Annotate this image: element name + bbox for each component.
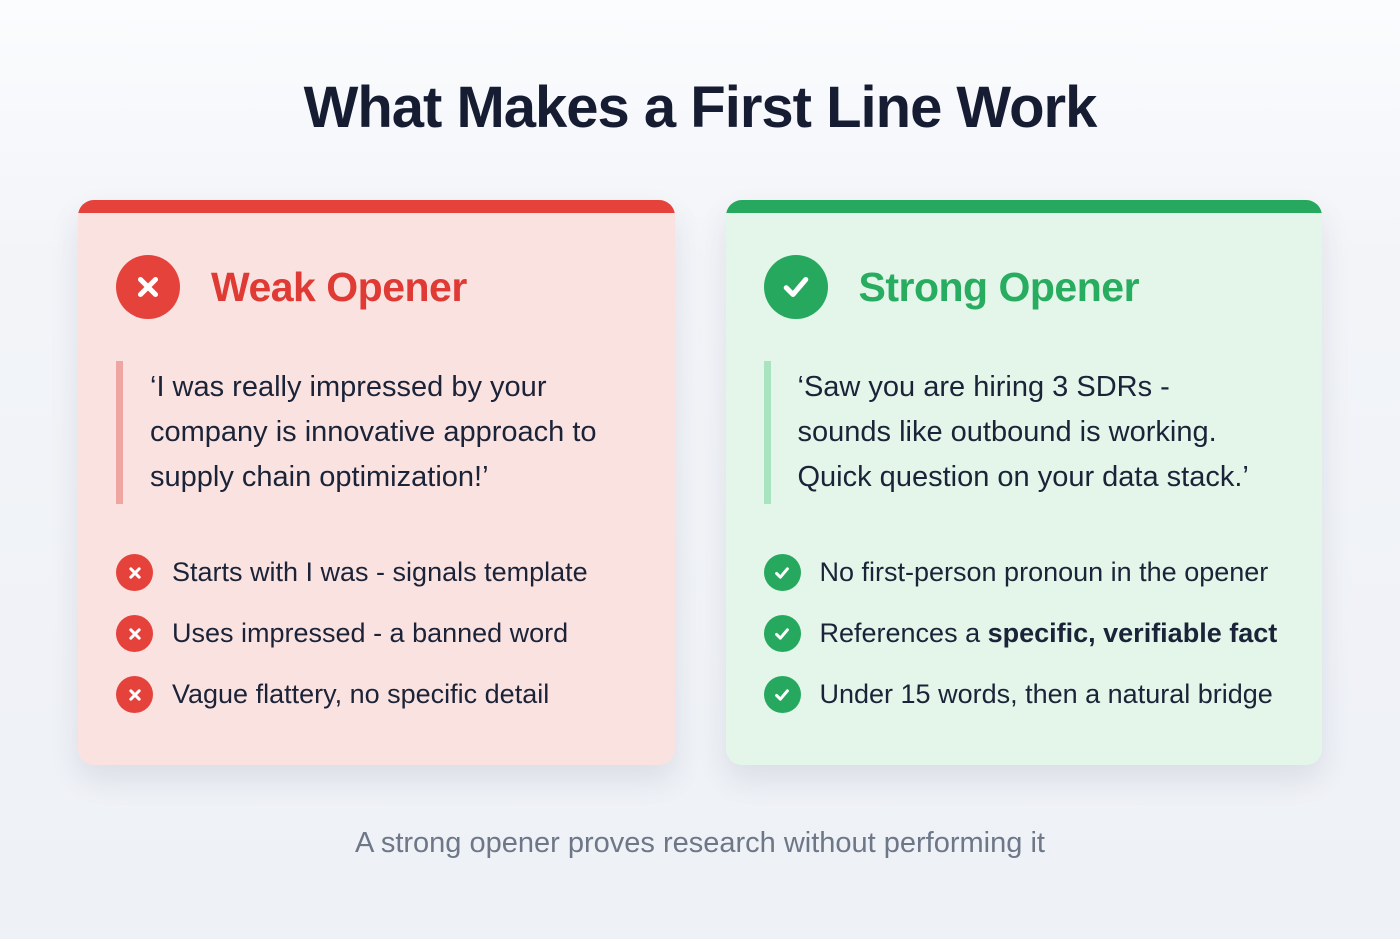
check-circle-icon bbox=[763, 676, 801, 713]
weak-card-header: Weak Opener bbox=[116, 255, 645, 319]
weak-opener-quote: ‘I was really impressed by your company … bbox=[116, 361, 621, 504]
page-title: What Makes a First Line Work bbox=[303, 75, 1098, 140]
list-item-text: References a specific, verifiable fact bbox=[819, 618, 1278, 648]
list-item: No first-person pronoun in the opener bbox=[763, 554, 1293, 591]
comparison-cards: Weak Opener ‘I was really impressed by y… bbox=[78, 200, 1322, 765]
list-item: References a specific, verifiable fact bbox=[763, 615, 1293, 652]
strong-card-header: Strong Opener bbox=[763, 255, 1293, 319]
list-item-text: Uses impressed - a banned word bbox=[172, 618, 569, 648]
check-circle-icon bbox=[763, 615, 801, 652]
check-circle-icon bbox=[763, 255, 828, 319]
weak-card-body: Weak Opener ‘I was really impressed by y… bbox=[78, 213, 675, 713]
list-item-text: Under 15 words, then a natural bridge bbox=[819, 679, 1273, 709]
list-item: Uses impressed - a banned word bbox=[116, 615, 645, 652]
strong-card-title: Strong Opener bbox=[858, 263, 1140, 310]
list-item: Under 15 words, then a natural bridge bbox=[763, 676, 1293, 713]
weak-card-accent-bar bbox=[78, 200, 675, 213]
strong-card-accent-bar bbox=[725, 200, 1322, 213]
check-circle-icon bbox=[763, 554, 801, 591]
list-item-text: No first-person pronoun in the opener bbox=[819, 557, 1269, 587]
strong-opener-card: Strong Opener ‘Saw you are hiring 3 SDRs… bbox=[725, 200, 1323, 765]
strong-card-body: Strong Opener ‘Saw you are hiring 3 SDRs… bbox=[726, 213, 1323, 713]
list-item: Vague flattery, no specific detail bbox=[116, 676, 645, 713]
footer-caption: A strong opener proves research without … bbox=[355, 827, 1045, 859]
list-item: Starts with I was - signals template bbox=[116, 554, 645, 591]
strong-item-list: No first-person pronoun in the opener Re… bbox=[763, 554, 1293, 713]
list-item-text: Starts with I was - signals template bbox=[172, 557, 588, 587]
x-circle-icon bbox=[116, 676, 153, 713]
x-circle-icon bbox=[116, 615, 153, 652]
weak-opener-card: Weak Opener ‘I was really impressed by y… bbox=[78, 200, 675, 765]
weak-card-title: Weak Opener bbox=[211, 263, 467, 310]
weak-item-list: Starts with I was - signals template Use… bbox=[116, 554, 645, 713]
x-circle-icon bbox=[116, 554, 153, 591]
x-circle-icon bbox=[116, 255, 180, 319]
list-item-text: Vague flattery, no specific detail bbox=[172, 679, 550, 709]
strong-opener-quote: ‘Saw you are hiring 3 SDRs - sounds like… bbox=[763, 361, 1269, 504]
